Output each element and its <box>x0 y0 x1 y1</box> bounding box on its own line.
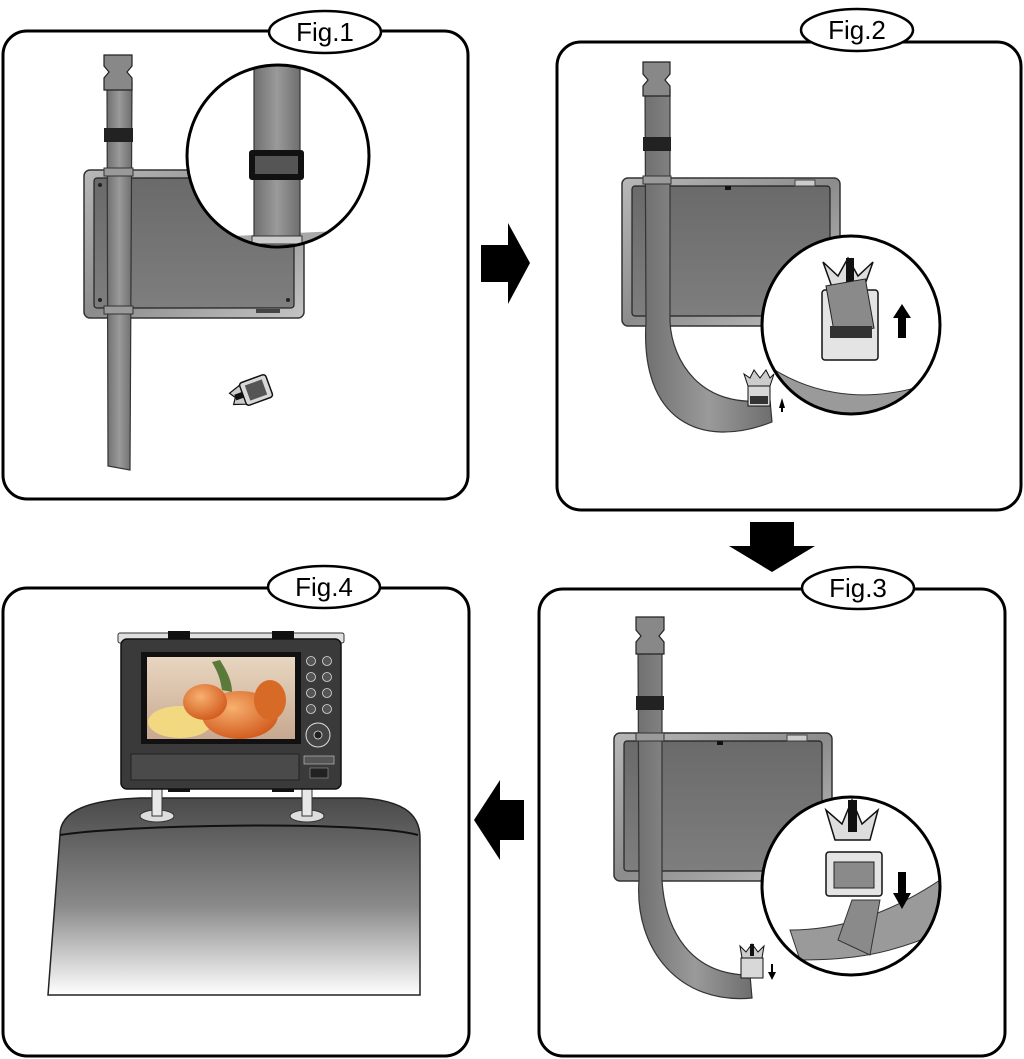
fig2-up-arrow-icon <box>893 304 911 338</box>
fig3-down-arrow-icon <box>893 872 911 909</box>
fig4-dpad <box>305 722 331 748</box>
fig4-monitor <box>117 631 345 792</box>
fig4-speaker-grille <box>130 753 300 781</box>
fig4-screen-image <box>147 657 295 739</box>
fig3-zoom-detail <box>760 795 942 977</box>
flow-arrow-left <box>474 780 524 860</box>
fig2-label: Fig.2 <box>828 15 886 45</box>
fig4-panel: Fig.4 <box>1 564 471 1058</box>
fig4-label-bubble: Fig.4 <box>266 564 382 610</box>
fig1-label-bubble: Fig.1 <box>267 9 383 55</box>
flow-arrow-down <box>729 522 815 572</box>
fig2-label-bubble: Fig.2 <box>799 7 915 53</box>
flow-arrow-right <box>481 223 530 304</box>
fig3-label: Fig.3 <box>829 573 887 603</box>
fig4-button-grid <box>306 656 332 714</box>
fig3-strap <box>635 616 776 1000</box>
fig1-loose-buckle <box>228 374 274 406</box>
fig2-panel: Fig.2 <box>555 7 1023 512</box>
fig1-label: Fig.1 <box>296 17 354 47</box>
fig1-strap <box>103 54 134 471</box>
fig2-strap <box>642 61 785 433</box>
fig3-label-bubble: Fig.3 <box>800 565 916 611</box>
fig3-panel: Fig.3 <box>537 565 1007 1058</box>
fig2-zoom-detail <box>760 234 942 416</box>
fig4-headrest <box>47 787 421 996</box>
fig4-label: Fig.4 <box>295 572 353 602</box>
fig1-panel: Fig.1 <box>1 9 470 501</box>
